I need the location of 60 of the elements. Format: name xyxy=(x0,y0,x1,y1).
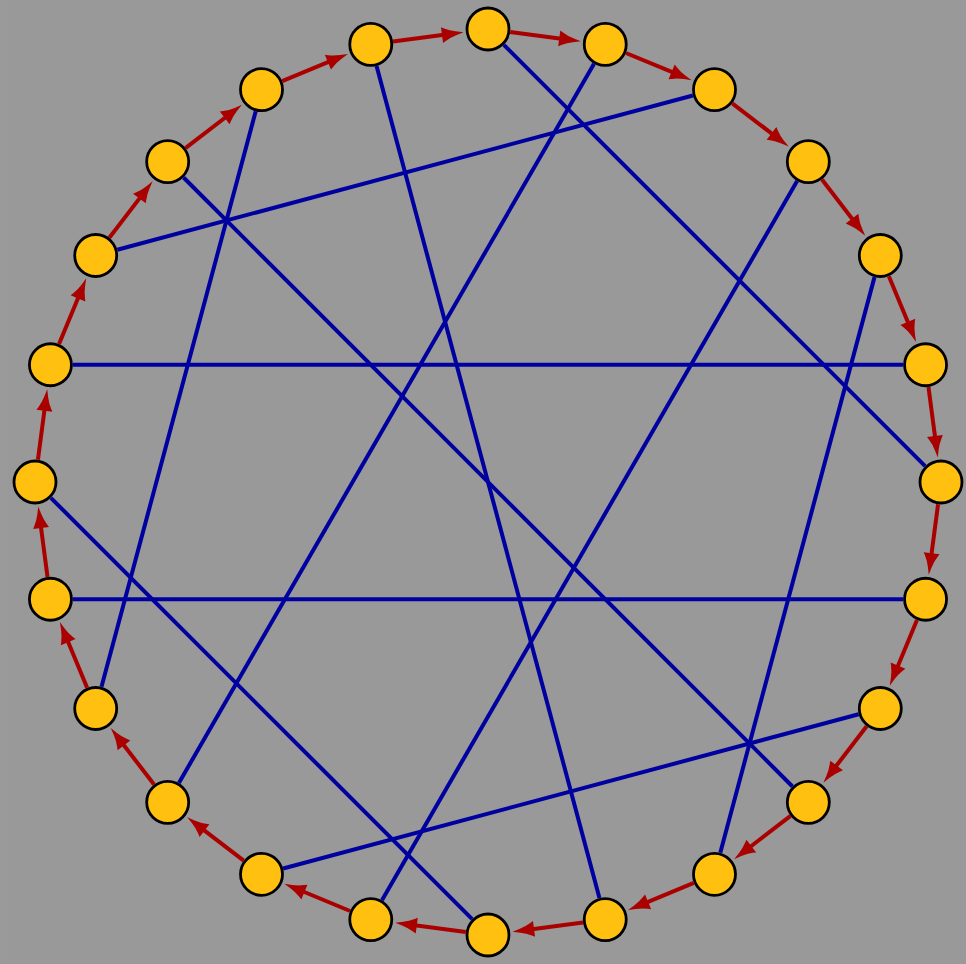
arrow xyxy=(731,101,785,144)
vertex-circle xyxy=(239,67,284,113)
vertex-circle xyxy=(73,233,119,278)
arrow xyxy=(392,28,458,44)
arrow xyxy=(826,725,869,779)
edge-line xyxy=(182,176,794,788)
vertex-circle xyxy=(857,233,903,278)
vertex-circle xyxy=(28,342,73,388)
vertex-circle xyxy=(465,912,511,958)
arrow xyxy=(57,283,86,345)
vertex-circle xyxy=(857,686,903,731)
edge-line xyxy=(99,110,258,688)
vertex-circle xyxy=(12,459,58,505)
edge-line xyxy=(718,276,877,854)
arrow xyxy=(633,881,695,909)
edge-line xyxy=(177,62,596,784)
vertex-circle xyxy=(28,576,73,622)
arrow xyxy=(35,395,52,461)
vertex-circle xyxy=(348,897,394,942)
vertex-circle xyxy=(903,576,948,622)
vertex-circle xyxy=(692,67,737,113)
vertex-circle xyxy=(692,851,737,897)
arrow xyxy=(820,178,863,232)
arrow xyxy=(518,920,584,936)
arrow xyxy=(401,918,467,935)
vertex-circle xyxy=(785,779,831,825)
vertex-circle xyxy=(145,779,191,825)
arrow xyxy=(924,503,941,569)
arrow xyxy=(926,386,942,452)
arrow xyxy=(738,814,792,857)
vertex-circle xyxy=(582,897,628,942)
vertex-circle xyxy=(785,139,831,185)
arrow xyxy=(890,619,919,681)
arrow xyxy=(191,820,245,863)
arrow xyxy=(281,55,343,83)
edge-line xyxy=(380,180,799,902)
edge-line xyxy=(72,362,904,367)
vertex-circle xyxy=(145,139,191,185)
vertex-circle xyxy=(582,22,628,67)
edge-line xyxy=(116,93,694,252)
arrow xyxy=(107,185,150,239)
vertex-circle xyxy=(348,22,394,67)
arrow xyxy=(113,732,156,786)
vertex-circle xyxy=(465,6,511,52)
edge-line xyxy=(374,65,602,899)
edge-line xyxy=(72,597,904,602)
arrow xyxy=(509,29,575,46)
vertex-circle xyxy=(239,851,284,897)
edge-line xyxy=(502,43,927,468)
arrow xyxy=(61,627,89,689)
vertex-circle xyxy=(903,342,948,388)
edge-line xyxy=(49,496,474,921)
arrow xyxy=(184,107,238,150)
vertex-circle xyxy=(73,686,119,731)
arrow xyxy=(887,275,915,337)
arrow xyxy=(289,884,351,913)
vertex-circle xyxy=(918,459,964,505)
edge-line xyxy=(282,712,860,871)
arrow xyxy=(34,512,50,578)
arrow xyxy=(625,51,687,80)
